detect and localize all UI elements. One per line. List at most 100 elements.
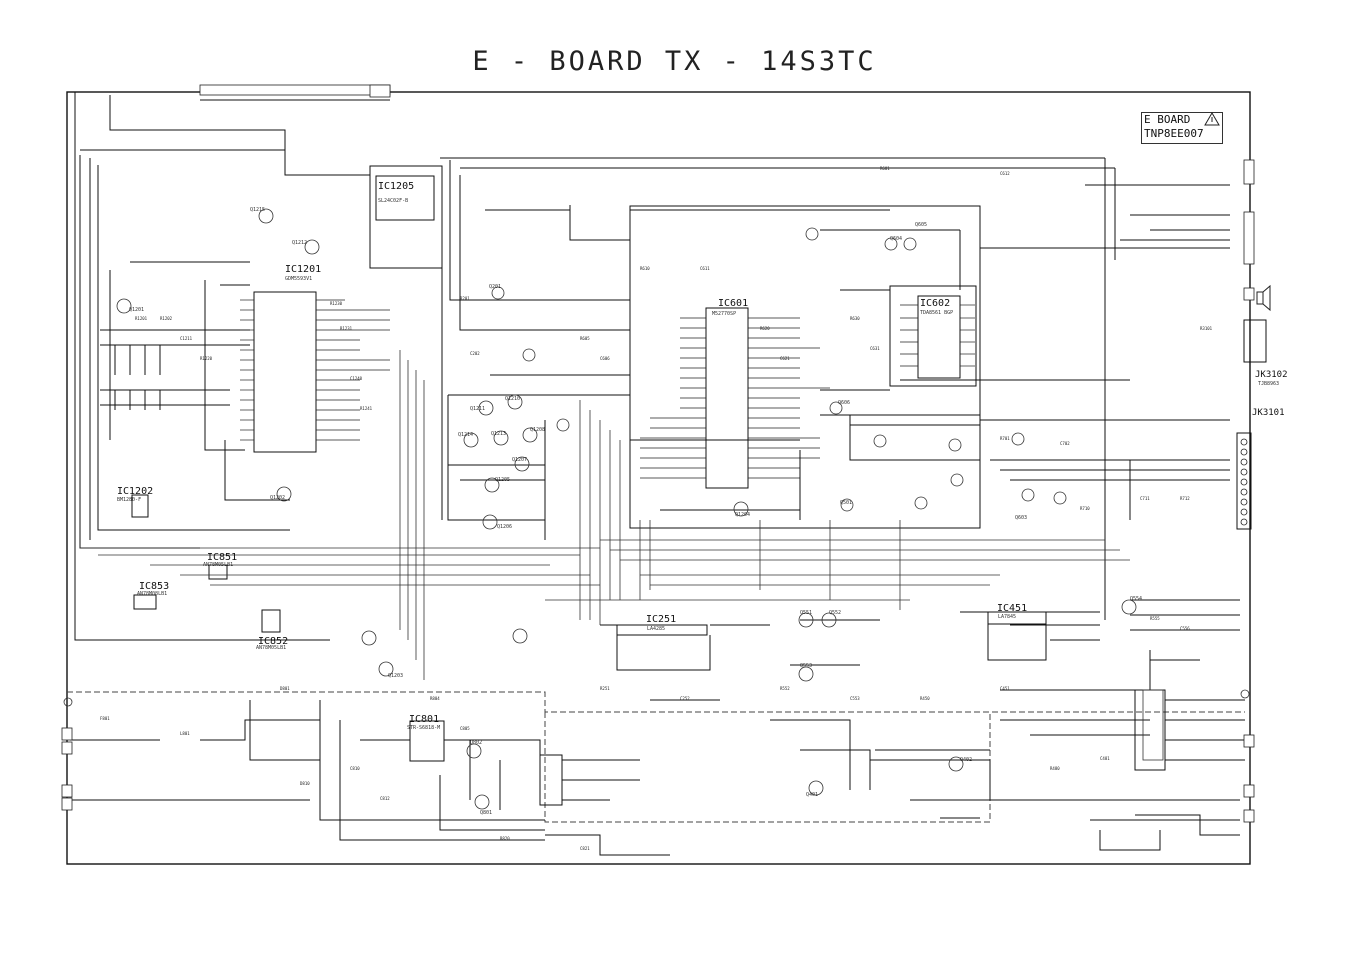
caution-triangle-icon [1204, 112, 1220, 126]
q706-transistor [914, 496, 928, 510]
svg-text:L801: L801 [180, 731, 190, 736]
tp-circle-2 [1240, 689, 1250, 699]
q1209-transistor [556, 418, 570, 432]
connector-e4 [1243, 734, 1255, 748]
svg-text:R1230: R1230 [330, 301, 343, 306]
svg-text:C481: C481 [1100, 756, 1110, 761]
svg-text:C1211: C1211 [180, 336, 193, 341]
svg-text:C1240: C1240 [350, 376, 363, 381]
svg-text:C553: C553 [850, 696, 860, 701]
connector-e5 [1243, 784, 1255, 798]
tp-circle-1 [63, 697, 73, 707]
svg-text:R552: R552 [780, 686, 790, 691]
svg-text:R804: R804 [430, 696, 440, 701]
ic801-body [409, 720, 445, 762]
q551-label: Q551 [800, 610, 813, 616]
svg-text:C702: C702 [1060, 441, 1070, 446]
q553-label: Q553 [800, 663, 813, 669]
svg-text:R480: R480 [1050, 766, 1060, 771]
ic853-part: AN78M08LB1 [137, 591, 168, 597]
q1203-transistor [378, 661, 394, 677]
q1205-label: Q1205 [495, 477, 511, 483]
q605-transistor [903, 237, 917, 251]
q1215-label: Q1215 [250, 207, 266, 213]
board-code: TNP8EE007 [1144, 127, 1204, 140]
q1206-transistor [482, 514, 498, 530]
jk3102-label: JK3102 [1255, 370, 1288, 380]
svg-text:R1231: R1231 [340, 326, 353, 331]
q201-label: Q201 [489, 284, 502, 290]
ic601-body [705, 307, 749, 489]
q604-label: Q604 [890, 236, 903, 242]
q501-label: Q501 [840, 500, 853, 506]
ic801-part: STR-S6818-M [407, 725, 441, 731]
ic251-part: LA4285 [647, 626, 666, 632]
ic1205-frame [369, 165, 443, 269]
connector-top [199, 84, 391, 96]
q1213-transistor [493, 430, 509, 446]
q554-transistor [1121, 599, 1137, 615]
ic852-part: AN78M05LB1 [256, 645, 287, 651]
transformer [539, 754, 563, 806]
jk-out-box [1142, 689, 1164, 761]
ic801-label: IC801 [409, 714, 440, 725]
q604-transistor [884, 237, 898, 251]
q401-transistor [808, 780, 824, 796]
q606-transistor [829, 401, 843, 415]
connector-e8 [61, 741, 73, 755]
connector-e2 [1243, 211, 1255, 265]
ic601-label: IC601 [718, 298, 749, 309]
svg-text:C631: C631 [870, 346, 880, 351]
q1205-transistor [484, 477, 500, 493]
svg-text:R555: R555 [1150, 616, 1160, 621]
q1204-transistor [733, 501, 749, 517]
svg-text:D801: D801 [280, 686, 290, 691]
svg-text:R201: R201 [460, 296, 470, 301]
q1221-transistor [512, 628, 528, 644]
jk3102-body [1243, 319, 1267, 363]
ic1205-part: SL24C02F-B [378, 198, 409, 204]
ic451-label: IC451 [997, 603, 1028, 614]
q1220-transistor [361, 630, 377, 646]
ic-lower-right [1134, 689, 1166, 771]
q1207-label: Q1207 [512, 457, 528, 463]
q1208-label: Q1208 [530, 427, 546, 433]
q1206-label: Q1206 [497, 524, 513, 530]
svg-text:C810: C810 [350, 766, 360, 771]
svg-text:R701: R701 [1000, 436, 1010, 441]
connector-e3 [1243, 287, 1255, 301]
ic602-part: TDA8561 BGP [920, 310, 954, 316]
q553-transistor [798, 666, 814, 682]
q802-transistor [466, 743, 482, 759]
q401-label: Q401 [806, 792, 819, 798]
svg-text:C202: C202 [470, 351, 480, 356]
q552-label: Q552 [829, 610, 842, 616]
ic602-body [917, 295, 961, 379]
svg-text:C812: C812 [380, 796, 390, 801]
q1210-transistor [507, 394, 523, 410]
q1201-label: Q1201 [129, 307, 145, 313]
ic851-label: IC851 [207, 552, 238, 563]
ic851-part: AN78M05LB1 [203, 562, 234, 568]
q606-label: Q606 [838, 400, 851, 406]
connector-top2 [369, 84, 391, 98]
svg-text:C451: C451 [1000, 686, 1010, 691]
ic251-body [616, 624, 708, 636]
q603-label: Q603 [1015, 515, 1028, 521]
svg-text:R605: R605 [580, 336, 590, 341]
q708-transistor [1053, 491, 1067, 505]
jk3101-body [1236, 432, 1252, 530]
svg-text:C252: C252 [680, 696, 690, 701]
q801-transistor [474, 794, 490, 810]
q707-transistor [840, 498, 854, 512]
ic1202-part: BM1280-F [117, 497, 142, 503]
q704-transistor [1021, 488, 1035, 502]
q701-transistor [873, 434, 887, 448]
svg-text:R1202: R1202 [160, 316, 173, 321]
jk3101-label: JK3101 [1252, 408, 1285, 418]
q605-label: Q605 [915, 222, 928, 228]
q1212-transistor [304, 239, 320, 255]
connector-e6 [1243, 809, 1255, 823]
q1210-label: Q1210 [505, 396, 521, 402]
